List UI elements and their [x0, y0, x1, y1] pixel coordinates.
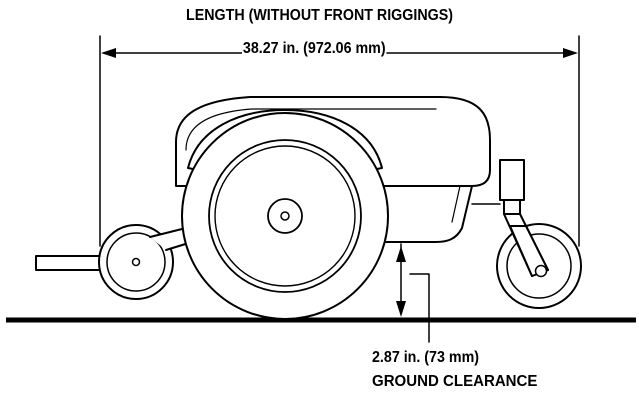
main-wheel-rim-inner	[214, 145, 356, 287]
length-arrow-left	[101, 48, 116, 58]
base-inner-line	[451, 185, 461, 223]
rear-extension-bar	[35, 255, 104, 271]
front-fork-mount	[499, 159, 525, 201]
length-value: 38.27 in. (972.06 mm)	[242, 40, 387, 57]
main-wheel-rim-outer	[208, 139, 362, 293]
front-caster-wheel	[496, 223, 582, 309]
main-wheel-axle	[280, 211, 290, 221]
front-caster-rim	[506, 233, 572, 299]
front-caster-hub	[534, 264, 548, 278]
seat-housing-bevel	[185, 108, 437, 151]
clearance-arrow-top	[396, 246, 406, 262]
front-fork-arm-overlay	[509, 225, 549, 277]
ground-clearance-title: GROUND CLEARANCE	[372, 373, 538, 390]
front-fork-sleeve	[503, 199, 521, 215]
main-wheel-hub	[267, 198, 303, 234]
rear-caster-wheel	[98, 224, 174, 300]
length-title: LENGTH (WITHOUT FRONT RIGGINGS)	[186, 7, 453, 24]
rear-caster-rim	[106, 232, 166, 292]
ground-clearance-value: 2.87 in. (73 mm)	[372, 349, 479, 366]
rear-caster-hub	[131, 257, 141, 267]
main-wheel-tire	[181, 112, 389, 320]
length-arrow-right	[563, 48, 578, 58]
clearance-arrow-bottom	[396, 301, 406, 317]
clearance-leader-line	[409, 273, 430, 343]
